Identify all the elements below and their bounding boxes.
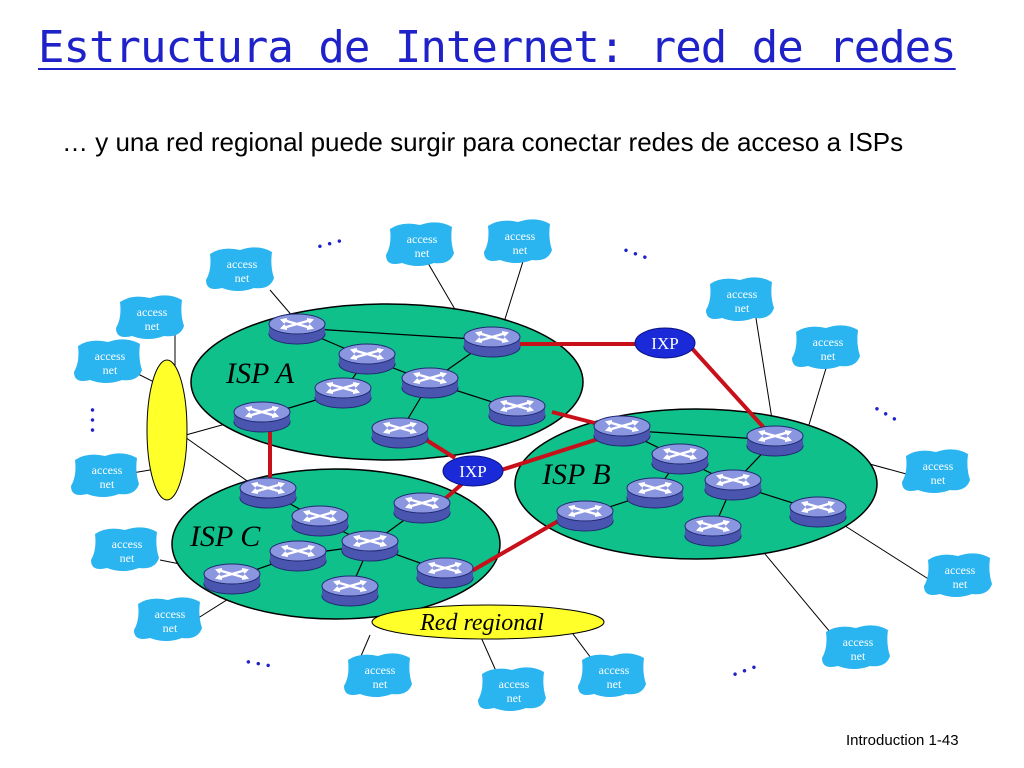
page-title: Estructura de Internet: red de redes xyxy=(38,22,957,73)
ellipsis-marker: … xyxy=(869,385,911,429)
access-net-label-line1: access xyxy=(813,335,844,349)
access-net-label-line2: net xyxy=(821,349,836,363)
access-net-label-line2: net xyxy=(100,477,115,491)
left-regional-ellipse xyxy=(146,359,188,501)
access-net-label-line1: access xyxy=(407,232,438,246)
ellipsis-marker: … xyxy=(242,637,277,675)
access-net-label-line2: net xyxy=(735,301,750,315)
access-net-label-line2: net xyxy=(507,691,522,705)
ixp-top-label: IXP xyxy=(651,334,678,353)
isp-b-label: ISP B xyxy=(541,458,611,491)
access-net-label-line2: net xyxy=(513,243,528,257)
access-net-label-line1: access xyxy=(95,349,126,363)
access-net-label-line1: access xyxy=(923,459,954,473)
access-nets: accessnetaccessnetaccessnetaccessnetacce… xyxy=(71,219,992,711)
access-net-label-line2: net xyxy=(373,677,388,691)
access-net-label-line2: net xyxy=(415,246,430,260)
access-net-label-line2: net xyxy=(145,319,160,333)
access-net-label-line2: net xyxy=(120,551,135,565)
access-net-label-line2: net xyxy=(953,577,968,591)
access-net-label-line1: access xyxy=(599,663,630,677)
access-net-label-line1: access xyxy=(505,229,536,243)
ixp-mid-label: IXP xyxy=(459,462,486,481)
access-net-label-line1: access xyxy=(727,287,758,301)
isp-a-label: ISP A xyxy=(225,357,295,390)
regional-network-node: Red regional xyxy=(371,604,605,640)
access-net-label-line1: access xyxy=(843,635,874,649)
access-net-label-line1: access xyxy=(499,677,530,691)
ixp-top-node: IXP xyxy=(634,327,696,359)
slide-footer: Introduction 1-43 xyxy=(846,732,959,749)
ellipsis-marker: … xyxy=(619,225,658,266)
regional-label: Red regional xyxy=(419,610,544,636)
access-net-label-line1: access xyxy=(155,607,186,621)
access-net-label-line1: access xyxy=(945,563,976,577)
access-net-label-line2: net xyxy=(851,649,866,663)
slide-subtitle: … y una red regional puede surgir para c… xyxy=(62,127,904,157)
ellipsis-marker: … xyxy=(309,216,347,256)
isp-c-label: ISP C xyxy=(189,520,261,553)
access-net-label-line1: access xyxy=(112,537,143,551)
access-net-label-line2: net xyxy=(235,271,250,285)
access-net-label-line2: net xyxy=(163,621,178,635)
access-net-label-line2: net xyxy=(931,473,946,487)
ixp-mid-node: IXP xyxy=(442,455,504,487)
access-net-label-line1: access xyxy=(227,257,258,271)
access-net-label-line2: net xyxy=(607,677,622,691)
ellipsis-marker: … xyxy=(722,642,761,683)
ellipsis-marker: … xyxy=(68,405,101,435)
access-net-label-line1: access xyxy=(365,663,396,677)
access-net-label-line1: access xyxy=(92,463,123,477)
access-net-label-line2: net xyxy=(103,363,118,377)
access-net-label-line1: access xyxy=(137,305,168,319)
